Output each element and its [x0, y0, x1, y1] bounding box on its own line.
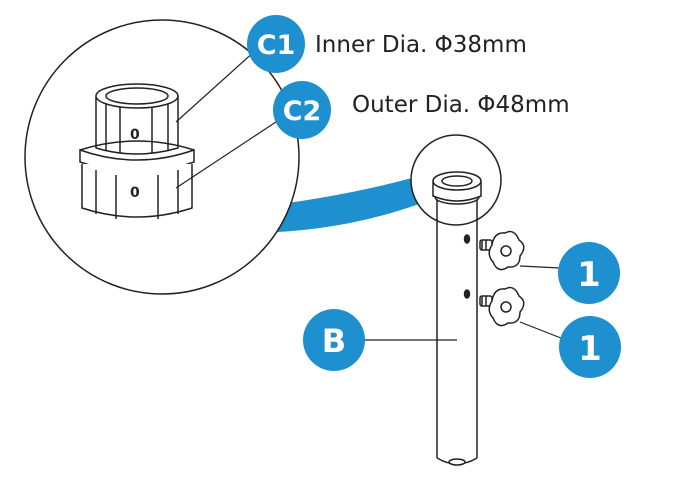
- badge-knob-bottom-label: 1: [578, 329, 602, 369]
- knob-top: [479, 230, 525, 271]
- badge-b: B: [303, 309, 365, 371]
- adapter-upper-mark: 0: [130, 127, 140, 143]
- detail-circle: [24, 19, 300, 295]
- badge-knob-top: 1: [558, 242, 620, 304]
- badge-c2: C2: [273, 81, 331, 139]
- c2-caption: Outer Dia. Φ48mm: [352, 92, 570, 118]
- badge-c1-label: C1: [257, 30, 296, 61]
- badge-knob-top-label: 1: [577, 255, 601, 295]
- adapter-lower-mark: 0: [130, 185, 140, 201]
- c1-caption: Inner Dia. Φ38mm: [315, 32, 527, 58]
- tube: [432, 171, 482, 466]
- badge-knob-bottom: 1: [559, 316, 621, 378]
- badge-c2-label: C2: [283, 96, 322, 127]
- knob-bottom: [479, 286, 525, 327]
- adapter-detail: [79, 83, 195, 219]
- badge-b-label: B: [322, 322, 346, 360]
- badge-c1: C1: [247, 15, 305, 73]
